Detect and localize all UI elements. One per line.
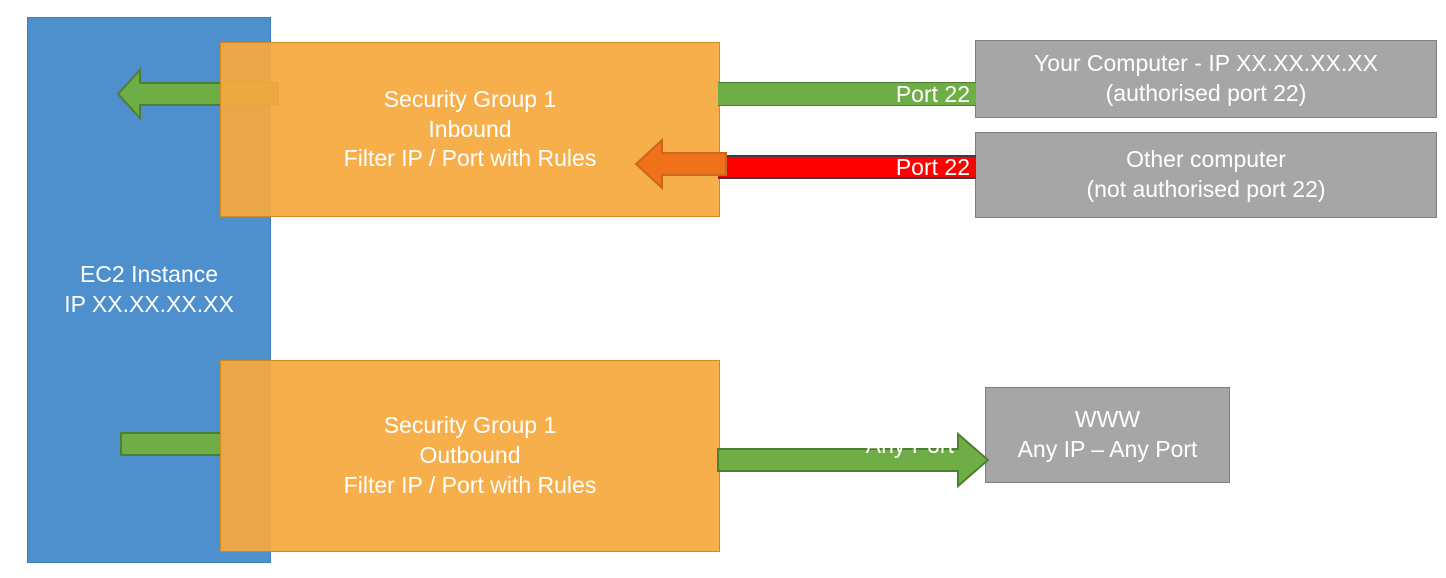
- www-box: WWW Any IP – Any Port: [985, 387, 1230, 483]
- sg-inbound-rule: Filter IP / Port with Rules: [343, 145, 597, 172]
- blocked-inbound-port-label: Port 22: [895, 153, 970, 180]
- your-computer-line2: (authorised port 22): [1105, 80, 1307, 106]
- security-group-outbound-box: Security Group 1 Outbound Filter IP / Po…: [220, 360, 720, 552]
- sg-outbound-rule: Filter IP / Port with Rules: [343, 471, 597, 498]
- www-line1: WWW: [1074, 406, 1141, 433]
- sg-outbound-name: Security Group 1: [383, 412, 557, 439]
- other-computer-line2: (not authorised port 22): [1086, 176, 1326, 202]
- sg-inbound-direction: Inbound: [428, 115, 512, 142]
- outbound-connector-stub: [120, 432, 222, 456]
- ec2-instance-ip: IP XX.XX.XX.XX: [64, 291, 234, 317]
- sg-outbound-direction: Outbound: [419, 442, 521, 469]
- www-line2: Any IP – Any Port: [1017, 436, 1198, 462]
- allowed-inbound-port-label: Port 22: [895, 80, 970, 107]
- blocked-inbound-connector: Port 22: [718, 153, 976, 180]
- ec2-instance-name: EC2 Instance: [79, 261, 219, 288]
- your-computer-line1: Your Computer - IP XX.XX.XX.XX: [1034, 50, 1378, 77]
- other-computer-box: Other computer (not authorised port 22): [975, 132, 1437, 218]
- sg-inbound-name: Security Group 1: [383, 85, 557, 112]
- allowed-outbound-arrow-icon: [717, 431, 990, 489]
- security-group-inbound-box: Security Group 1 Inbound Filter IP / Por…: [220, 42, 720, 217]
- other-computer-line1: Other computer: [1126, 146, 1286, 173]
- allowed-outbound-port-label: Any Port: [865, 431, 954, 458]
- allowed-inbound-connector: Port 22: [718, 80, 976, 107]
- blocked-inbound-arrow-icon: [634, 137, 727, 191]
- your-computer-box: Your Computer - IP XX.XX.XX.XX (authoris…: [975, 40, 1437, 118]
- allowed-outbound-port-label-wrap: Any Port: [790, 432, 954, 458]
